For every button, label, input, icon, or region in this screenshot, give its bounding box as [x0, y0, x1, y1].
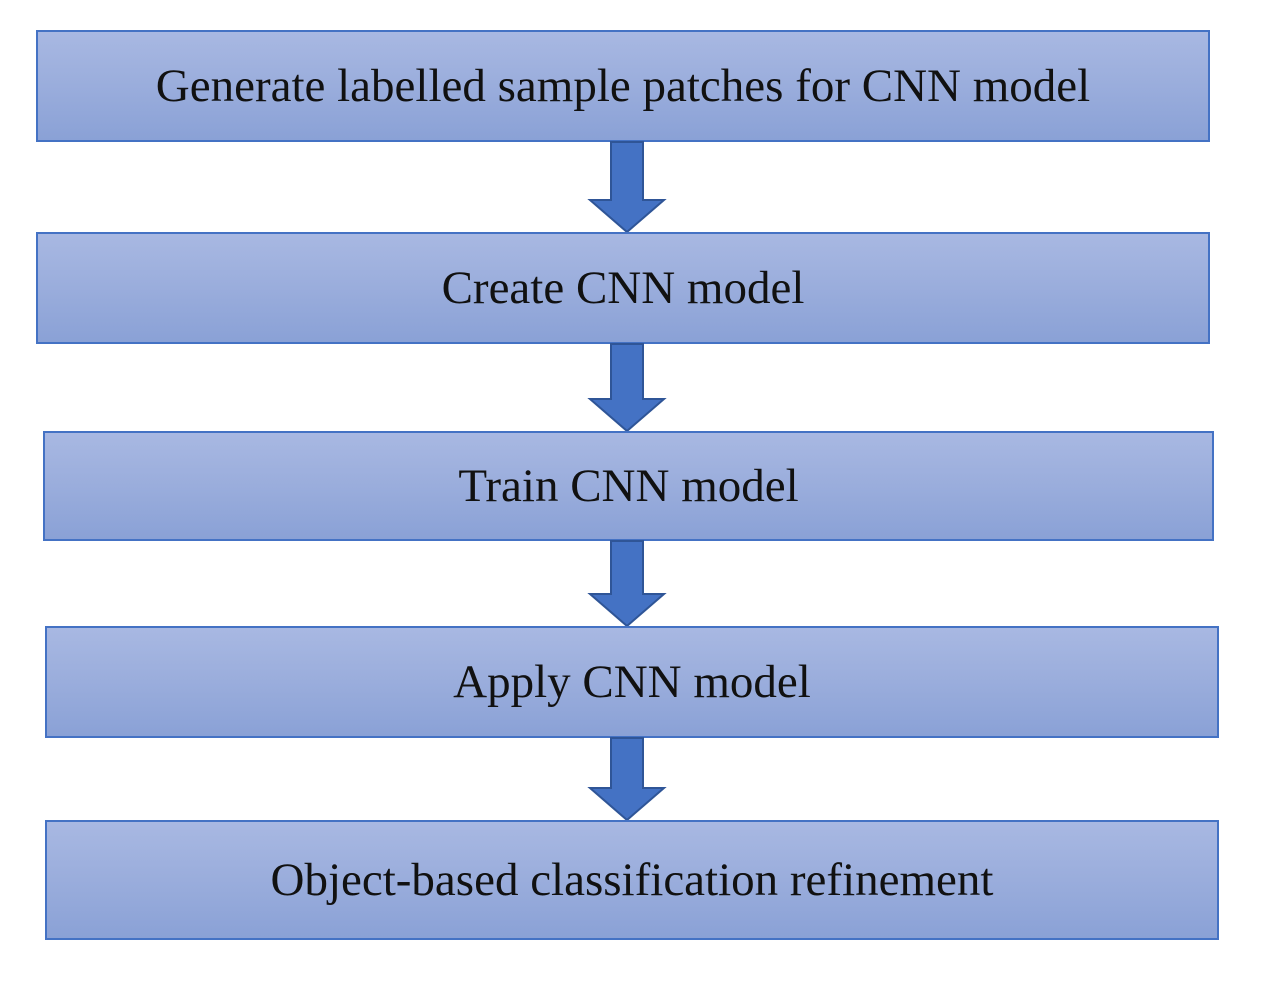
down-arrow-icon [587, 141, 667, 234]
step-label: Generate labelled sample patches for CNN… [155, 59, 1091, 112]
step-label: Object-based classification refinement [270, 853, 994, 906]
step-label: Create CNN model [441, 261, 805, 314]
step-object-based-refinement: Object-based classification refinement [45, 820, 1219, 940]
step-label: Train CNN model [458, 459, 799, 512]
down-arrow-icon [587, 737, 667, 822]
step-generate-patches: Generate labelled sample patches for CNN… [36, 30, 1210, 142]
step-label: Apply CNN model [453, 655, 811, 708]
step-apply-model: Apply CNN model [45, 626, 1219, 738]
step-create-model: Create CNN model [36, 232, 1210, 344]
down-arrow-icon [587, 343, 667, 433]
step-train-model: Train CNN model [43, 431, 1214, 541]
down-arrow-icon [587, 540, 667, 628]
